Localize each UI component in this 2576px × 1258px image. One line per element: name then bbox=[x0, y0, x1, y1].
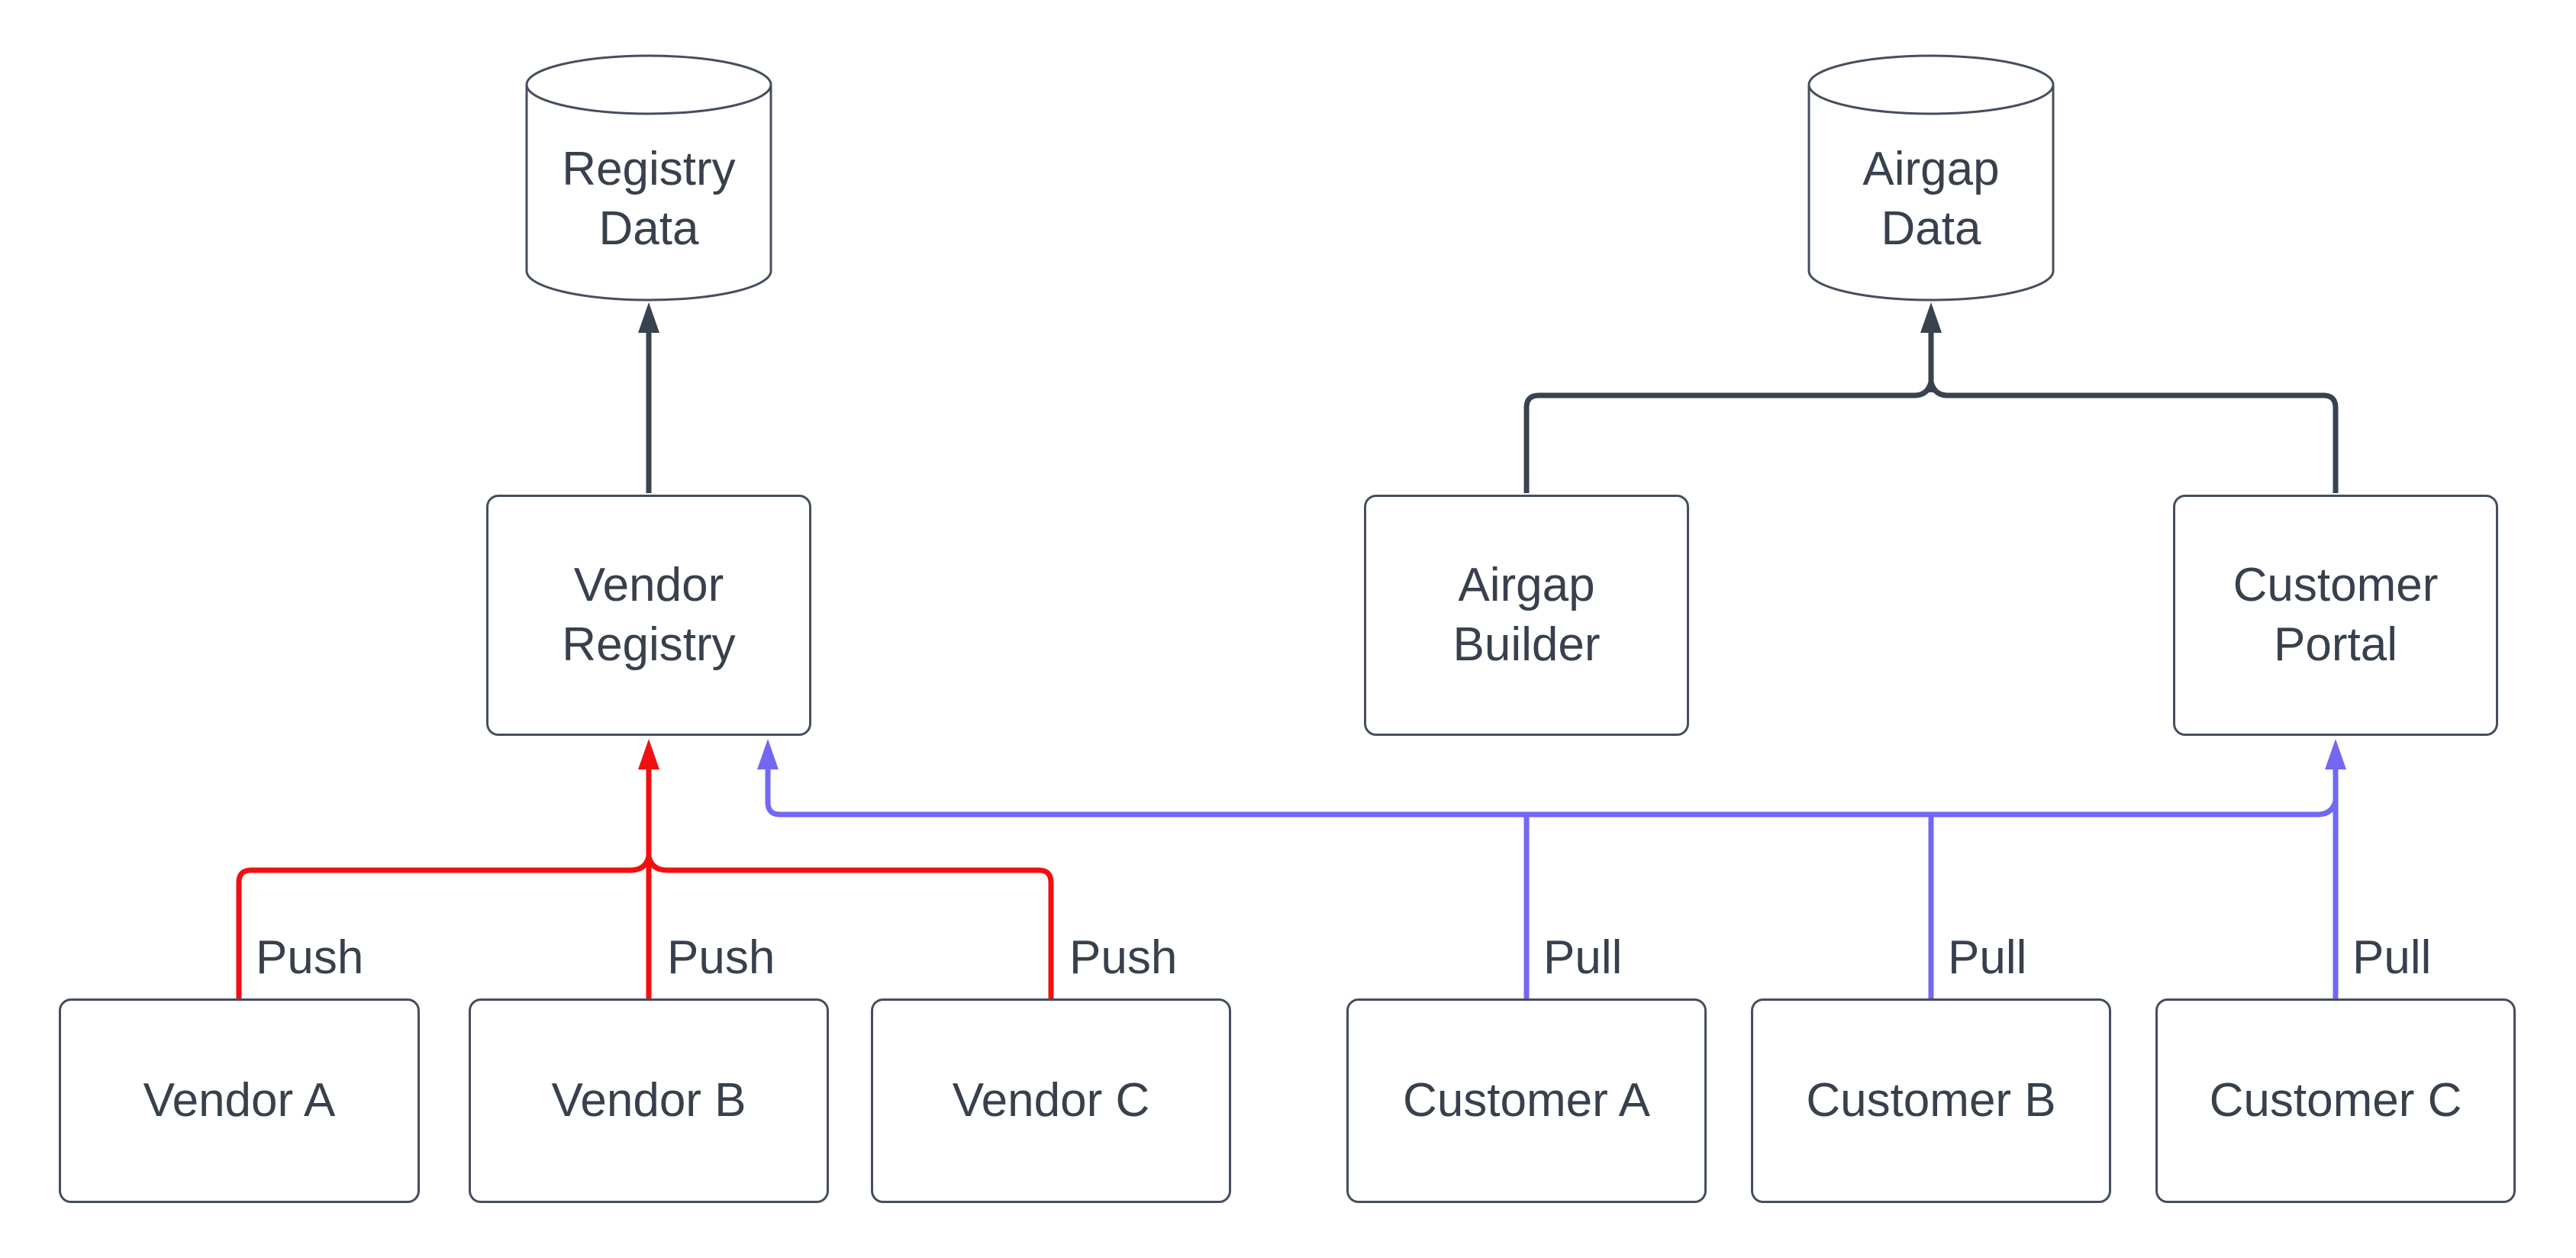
edge-label-push-vendor-a: Push bbox=[256, 931, 364, 984]
edge-label-pull-customer-a: Pull bbox=[1543, 931, 1623, 984]
node-label-registry-data: Registry Data bbox=[562, 140, 735, 259]
label-line: Airgap bbox=[1458, 559, 1595, 611]
node-vendor-registry: Vendor Registry bbox=[486, 495, 811, 736]
arrowhead-vendor-registry-push bbox=[638, 739, 659, 769]
node-vendor-b: Vendor B bbox=[469, 998, 829, 1203]
node-airgap-data: Airgap Data bbox=[1809, 56, 2053, 300]
node-label-customer-portal: Customer Portal bbox=[2233, 556, 2439, 675]
edge-bracket-airgap-builder-customer-portal bbox=[1523, 379, 2339, 493]
node-label-vendor-a: Vendor A bbox=[143, 1074, 336, 1127]
node-label-vendor-b: Vendor B bbox=[551, 1074, 746, 1127]
label-line: Airgap bbox=[1862, 142, 2000, 195]
airgap-data-cylinder-shape bbox=[1807, 54, 2055, 302]
label-line: Data bbox=[1881, 202, 1981, 255]
cylinder-top bbox=[1807, 54, 2055, 115]
node-label-customer-a: Customer A bbox=[1403, 1074, 1650, 1127]
node-label-airgap-data: Airgap Data bbox=[1862, 140, 1999, 259]
edge-pull-bus bbox=[765, 765, 2339, 818]
arrowhead-registry-data bbox=[638, 302, 659, 333]
node-label-vendor-c: Vendor C bbox=[952, 1074, 1150, 1127]
node-customer-b: Customer B bbox=[1751, 998, 2111, 1203]
node-airgap-builder: Airgap Builder bbox=[1364, 495, 1689, 736]
label-line: Builder bbox=[1452, 618, 1601, 671]
cylinder-body bbox=[525, 85, 772, 302]
cylinder-top bbox=[525, 54, 772, 115]
cylinder-body bbox=[1807, 85, 2055, 302]
node-registry-data: Registry Data bbox=[527, 56, 771, 300]
arrowhead-customer-portal-pull bbox=[2325, 739, 2346, 769]
node-vendor-c: Vendor C bbox=[871, 998, 1231, 1203]
node-label-vendor-registry: Vendor Registry bbox=[562, 556, 735, 675]
node-label-customer-c: Customer C bbox=[2209, 1074, 2462, 1127]
node-label-airgap-builder: Airgap Builder bbox=[1453, 556, 1601, 675]
node-customer-portal: Customer Portal bbox=[2173, 495, 2498, 736]
label-line: Registry bbox=[562, 142, 736, 195]
arrowhead-vendor-registry-pull bbox=[757, 739, 779, 769]
registry-data-cylinder-shape bbox=[525, 54, 772, 302]
node-customer-c: Customer C bbox=[2155, 998, 2516, 1203]
label-line: Portal bbox=[2274, 618, 2397, 671]
arrowhead-airgap-data bbox=[1920, 302, 1942, 333]
label-line: Data bbox=[598, 202, 699, 255]
edge-label-push-vendor-b: Push bbox=[667, 931, 775, 984]
edge-label-pull-customer-b: Pull bbox=[1948, 931, 2027, 984]
edge-label-push-vendor-c: Push bbox=[1069, 931, 1178, 984]
label-line: Registry bbox=[562, 618, 736, 671]
label-line: Customer bbox=[2233, 559, 2439, 611]
node-label-customer-b: Customer B bbox=[1806, 1074, 2056, 1127]
node-customer-a: Customer A bbox=[1346, 998, 1707, 1203]
edge-label-pull-customer-c: Pull bbox=[2352, 931, 2432, 984]
label-line: Vendor bbox=[573, 559, 724, 611]
node-vendor-a: Vendor A bbox=[59, 998, 420, 1203]
